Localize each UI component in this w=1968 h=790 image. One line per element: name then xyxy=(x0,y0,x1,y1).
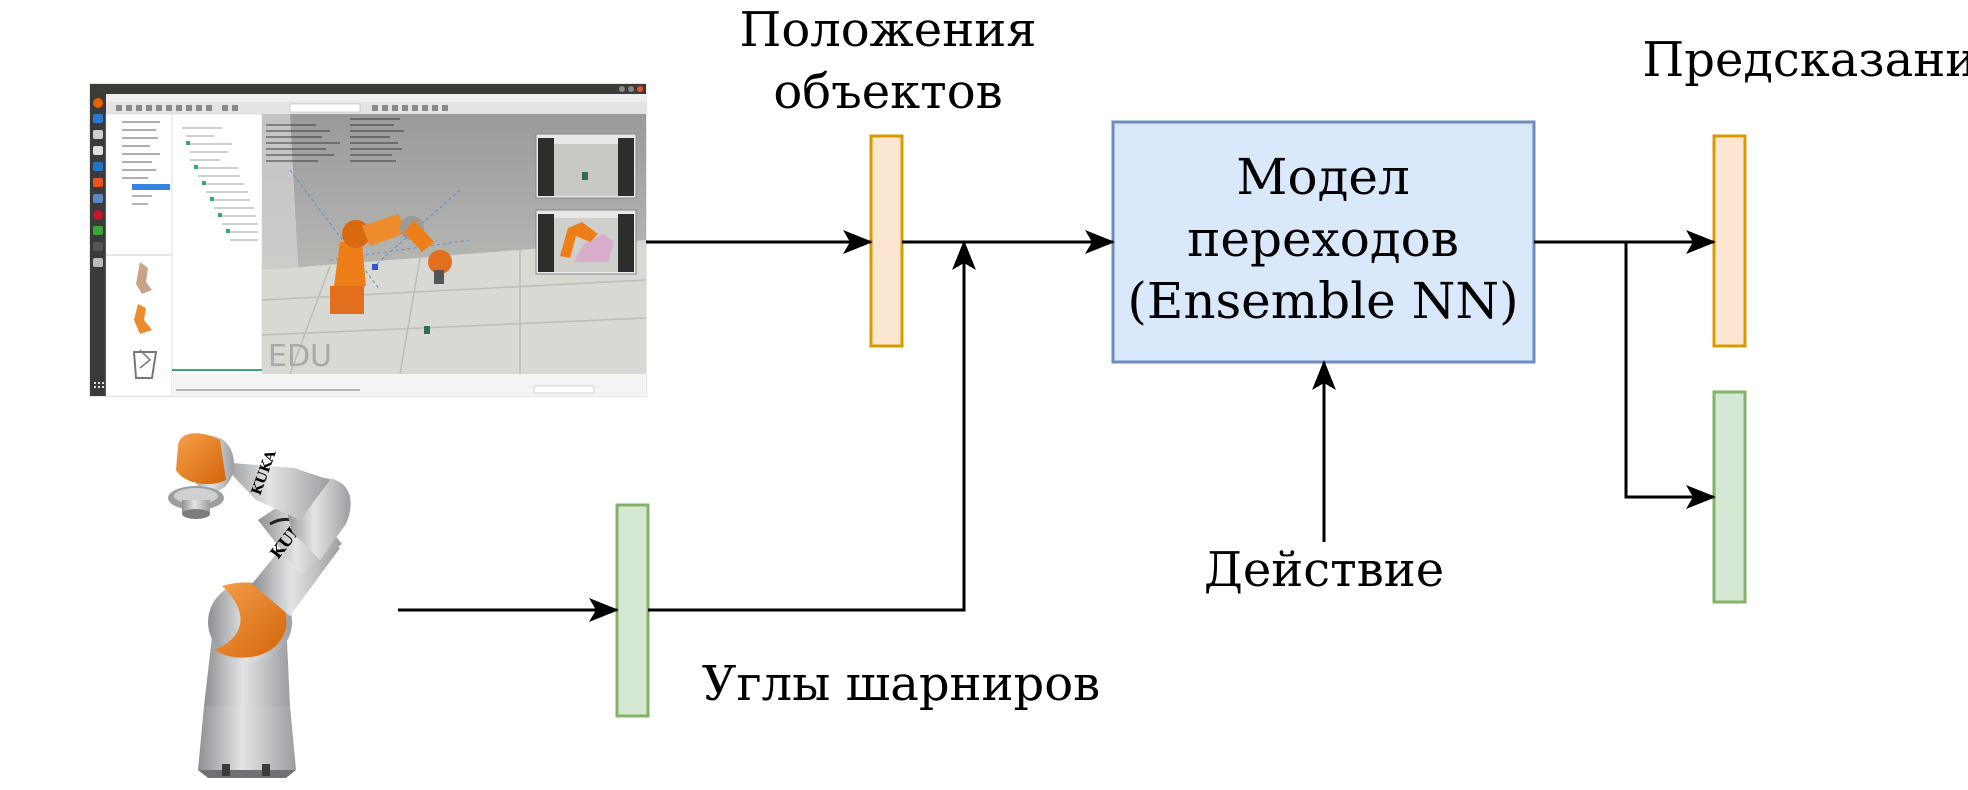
prediction-label: Предсказание xyxy=(1642,32,1968,88)
joint-angles-label: Углы шарниров xyxy=(702,656,1100,712)
model-title-line3: (Ensemble NN) xyxy=(1127,272,1518,330)
arrow-joints-to-model xyxy=(648,240,976,612)
object-positions-label-line1: Положения xyxy=(740,2,1037,58)
arrow-model-to-prediction-joints xyxy=(1624,242,1716,509)
camera-view-bottom xyxy=(535,209,637,275)
action-label: Действие xyxy=(1204,542,1444,598)
simulator-screenshot: EDU xyxy=(89,83,647,397)
sim-robot xyxy=(330,214,452,314)
model-title-line2: переходов xyxy=(1187,210,1459,268)
object-positions-label-line2: объектов xyxy=(773,64,1002,120)
edu-watermark: EDU xyxy=(268,339,332,374)
predicted-object-positions-vector xyxy=(1712,134,1747,348)
window-titlebar xyxy=(90,84,646,94)
joint-angles-vector xyxy=(615,503,650,718)
robot-arm-icon: KUKA KUKA xyxy=(168,433,351,778)
object-positions-vector xyxy=(869,134,904,348)
predicted-joint-angles-vector xyxy=(1712,390,1747,604)
transition-model-box xyxy=(1111,120,1536,364)
camera-view-top xyxy=(535,133,637,199)
model-title-line1: Модел xyxy=(1236,148,1409,206)
